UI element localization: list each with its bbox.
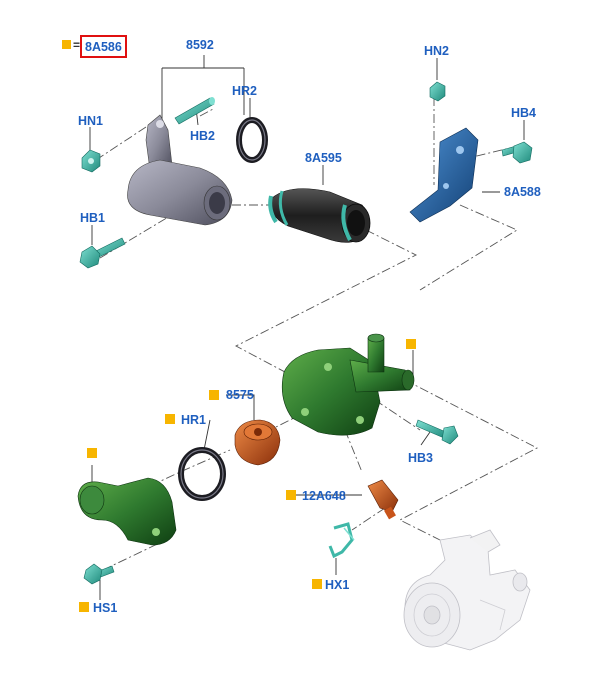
- callout-8575[interactable]: 8575: [226, 388, 254, 402]
- callout-hn2[interactable]: HN2: [424, 44, 449, 58]
- legend: = 8A586: [62, 35, 127, 58]
- marker-square-icon: [406, 339, 416, 349]
- part-8a588-bracket[interactable]: [409, 127, 479, 223]
- legend-markers: [79, 339, 416, 612]
- callout-8a595[interactable]: 8A595: [305, 151, 342, 165]
- hb1-bolt-icon[interactable]: [79, 237, 126, 269]
- callout-hx1[interactable]: HX1: [325, 578, 349, 592]
- marker-square-icon: [165, 414, 175, 424]
- callout-8592[interactable]: 8592: [186, 38, 214, 52]
- legend-code: 8A586: [85, 40, 122, 54]
- marker-square-icon: [286, 490, 296, 500]
- legend-box: [80, 35, 127, 58]
- legend-square-icon: [62, 40, 71, 49]
- part-8575-thermostat[interactable]: [234, 419, 281, 466]
- hb2-stud-icon[interactable]: [174, 97, 215, 125]
- marker-square-icon: [79, 602, 89, 612]
- hn1-nut-icon[interactable]: [81, 149, 101, 173]
- callout-hb2[interactable]: HB2: [190, 129, 215, 143]
- hr1-o-ring-icon[interactable]: [178, 447, 226, 501]
- part-8a595-hose[interactable]: [268, 188, 371, 243]
- callout-hs1[interactable]: HS1: [93, 601, 117, 615]
- hb4-bolt-icon[interactable]: [501, 141, 533, 164]
- part-12a648-sensor[interactable]: [367, 479, 399, 520]
- marker-square-icon: [312, 579, 322, 589]
- hx1-clip-icon[interactable]: [328, 522, 355, 559]
- callout-hb1[interactable]: HB1: [80, 211, 105, 225]
- hb3-bolt-icon[interactable]: [415, 419, 459, 445]
- leader-lines: [89, 55, 525, 600]
- marker-square-icon: [209, 390, 219, 400]
- thermostat-housing-main[interactable]: [281, 333, 415, 436]
- hn2-nut-icon[interactable]: [429, 81, 446, 102]
- callout-8a588[interactable]: 8A588: [504, 185, 541, 199]
- callout-12a648[interactable]: 12A648: [302, 489, 346, 503]
- callout-hb4[interactable]: HB4: [511, 106, 536, 120]
- callout-hr2[interactable]: HR2: [232, 84, 257, 98]
- callout-hr1[interactable]: HR1: [181, 413, 206, 427]
- callout-hb3[interactable]: HB3: [408, 451, 433, 465]
- legend-equals: =: [73, 38, 80, 52]
- coolant-elbow-pipe[interactable]: [77, 477, 177, 546]
- part-8592-housing[interactable]: [127, 114, 233, 226]
- marker-square-icon: [87, 448, 97, 458]
- callouts: 8592 HN1 HB2 HR2 HB1 8A595 HN2 HB4 8A588…: [78, 38, 541, 615]
- hr2-o-ring-icon[interactable]: [236, 117, 268, 163]
- callout-hn1[interactable]: HN1: [78, 114, 103, 128]
- hs1-screw-icon[interactable]: [83, 563, 115, 585]
- water-pump-ghost: [403, 529, 531, 651]
